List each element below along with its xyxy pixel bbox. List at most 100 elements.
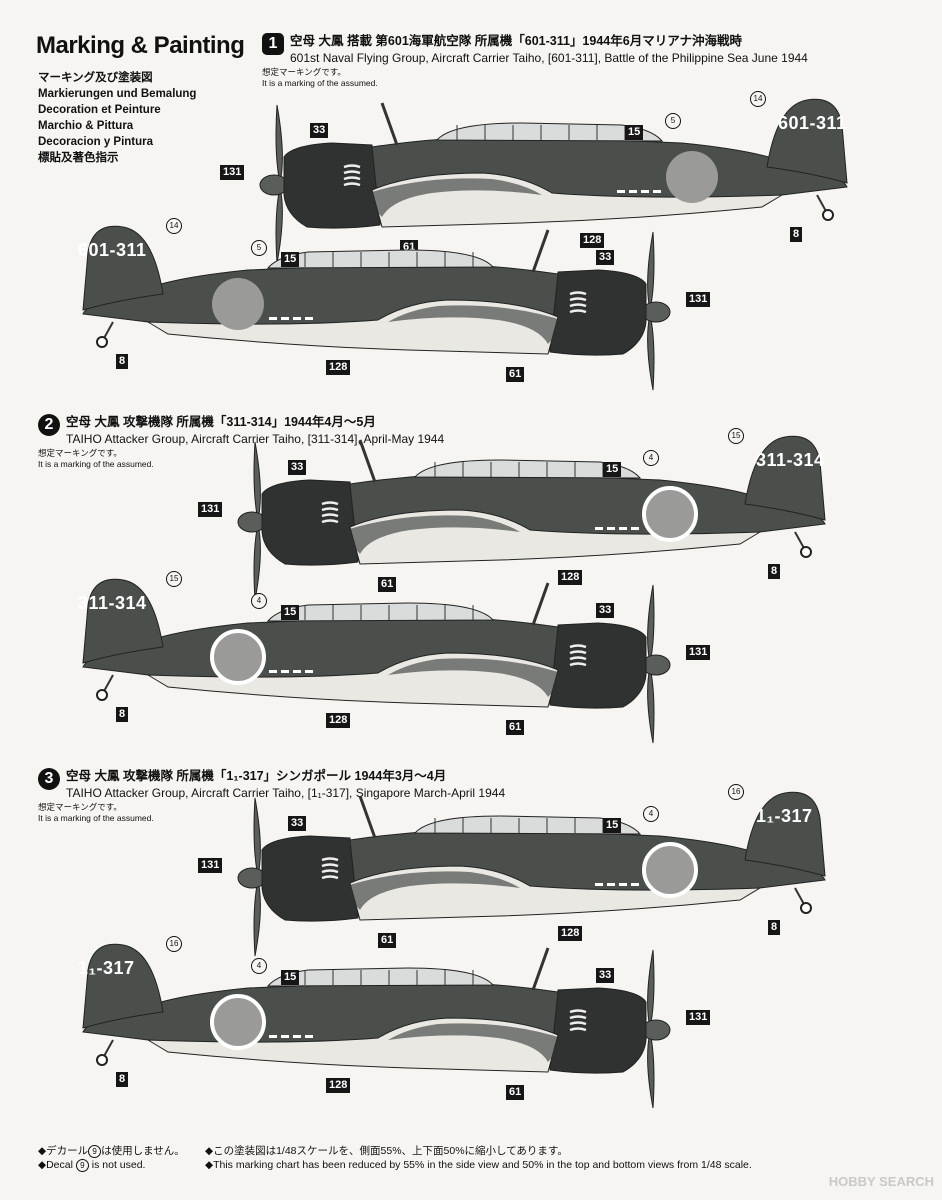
hinomaru-marking — [210, 994, 266, 1050]
cowling — [549, 987, 647, 1074]
wing-fairing — [362, 178, 542, 217]
callout-33: 33 — [310, 123, 329, 138]
option-2-title-en: TAIHO Attacker Group, Aircraft Carrier T… — [66, 432, 445, 446]
callout-tail: 16 — [728, 784, 744, 800]
callout-61: 61 — [506, 720, 525, 735]
option-1-note-en: It is a marking of the assumed. — [262, 78, 378, 88]
canopy — [266, 602, 495, 622]
callout-8: 8 — [116, 354, 129, 369]
antenna — [531, 229, 550, 273]
option-3-number: 3 — [38, 768, 60, 790]
aircraft-drawing — [82, 578, 671, 744]
callout-15: 15 — [603, 462, 622, 477]
cowling — [261, 479, 359, 566]
tail-code: 1₁-317 — [756, 806, 813, 826]
antenna — [358, 439, 377, 483]
callout-hinomaru: 4 — [251, 958, 267, 974]
option-2-number: 2 — [38, 414, 60, 436]
lang-es: Decoracion y Pintura — [38, 136, 154, 148]
tail-fin — [744, 435, 826, 521]
callout-tail: 15 — [166, 571, 182, 587]
decal-en-tail: is not used. — [91, 1159, 146, 1171]
wing-fairing — [340, 871, 520, 910]
callout-131: 131 — [686, 645, 711, 660]
option-2-title-jp: 空母 大鳳 攻撃機隊 所属機「311-314」1944年4月～5月 — [66, 415, 376, 429]
callout-15: 15 — [281, 252, 300, 267]
callout-8: 8 — [768, 564, 781, 579]
decal-jp: ◆デカール — [38, 1145, 89, 1157]
wing-fairing — [388, 305, 568, 344]
page-title: Marking & Painting — [36, 32, 245, 59]
antenna — [380, 102, 399, 146]
cowling — [549, 269, 647, 356]
callout-15: 15 — [281, 605, 300, 620]
callout-128: 128 — [326, 360, 351, 375]
antenna — [531, 947, 550, 991]
callout-33: 33 — [596, 603, 615, 618]
callout-131: 131 — [686, 292, 711, 307]
option-3-title-jp: 空母 大鳳 攻撃機隊 所属機「1₁-317」シンガポール 1944年3月～4月 — [66, 769, 447, 783]
watermark: HOBBY SEARCH — [828, 1174, 934, 1189]
hinomaru-marking — [642, 842, 698, 898]
tail-code: 1₁-317 — [78, 958, 135, 978]
wing-fairing — [388, 658, 568, 697]
tail-wheel — [800, 902, 812, 914]
option-1-header: 1 空母 大鳳 搭載 第601海軍航空隊 所属機「601-311」1944年6月… — [262, 33, 808, 89]
canopy — [413, 459, 642, 479]
option-2-header: 2 空母 大鳳 攻撃機隊 所属機「311-314」1944年4月～5月 TAIH… — [38, 414, 444, 470]
tail-fin — [744, 791, 826, 877]
aircraft-drawing — [237, 435, 826, 601]
callout-8: 8 — [768, 920, 781, 935]
option-1-title-jp: 空母 大鳳 搭載 第601海軍航空隊 所属機「601-311」1944年6月マリ… — [290, 34, 742, 48]
callout-8: 8 — [790, 227, 803, 242]
wing-fairing — [388, 1023, 568, 1062]
cowling — [283, 142, 381, 229]
callout-tail: 14 — [166, 218, 182, 234]
hinomaru-marking — [642, 486, 698, 542]
option-1-note-jp: 想定マーキングです。 — [262, 67, 346, 77]
hinomaru-marking — [666, 151, 718, 203]
option-3-note-en: It is a marking of the assumed. — [38, 813, 154, 823]
callout-33: 33 — [596, 250, 615, 265]
decal-number-en: 9 — [75, 1158, 89, 1172]
callout-hinomaru: 4 — [251, 593, 267, 609]
callout-128: 128 — [326, 1078, 351, 1093]
callout-128: 128 — [558, 570, 583, 585]
cowling — [549, 622, 647, 709]
tail-fin — [82, 578, 164, 664]
tail-code: 311-314 — [756, 450, 825, 470]
callout-61: 61 — [378, 933, 397, 948]
scale-en: ◆This marking chart has been reduced by … — [205, 1159, 752, 1171]
option-3-title-en: TAIHO Attacker Group, Aircraft Carrier T… — [66, 786, 506, 800]
option-3-note-jp: 想定マーキングです。 — [38, 802, 122, 812]
callout-61: 61 — [506, 367, 525, 382]
wing-fairing — [340, 515, 520, 554]
tail-code: 601-311 — [78, 240, 147, 260]
callout-131: 131 — [220, 165, 245, 180]
language-list: マーキング及び塗装図 Markierungen und Bemalung Dec… — [38, 70, 196, 166]
lang-cn: 標貼及著色指示 — [38, 152, 119, 164]
callout-8: 8 — [116, 1072, 129, 1087]
tail-code: 311-314 — [78, 593, 147, 613]
lang-jp: マーキング及び塗装図 — [38, 72, 153, 84]
tail-wheel — [96, 689, 108, 701]
scale-jp: ◆この塗装図は1/48スケールを、側面55%、上下面50%に縮小してあります。 — [205, 1145, 568, 1157]
aircraft-drawing — [82, 225, 671, 391]
callout-128: 128 — [580, 233, 605, 248]
hinomaru-marking — [212, 278, 264, 330]
option-1-number: 1 — [262, 33, 284, 55]
lang-it: Marchio & Pittura — [38, 120, 134, 132]
callout-tail: 14 — [750, 91, 766, 107]
decal-en: ◆Decal — [38, 1159, 73, 1171]
tail-wheel — [822, 209, 834, 221]
callout-61: 61 — [378, 577, 397, 592]
tail-wheel — [96, 1054, 108, 1066]
option-3-header: 3 空母 大鳳 攻撃機隊 所属機「1₁-317」シンガポール 1944年3月～4… — [38, 768, 505, 824]
tail-fin — [82, 943, 164, 1029]
callout-tail: 16 — [166, 936, 182, 952]
canopy — [435, 122, 664, 142]
